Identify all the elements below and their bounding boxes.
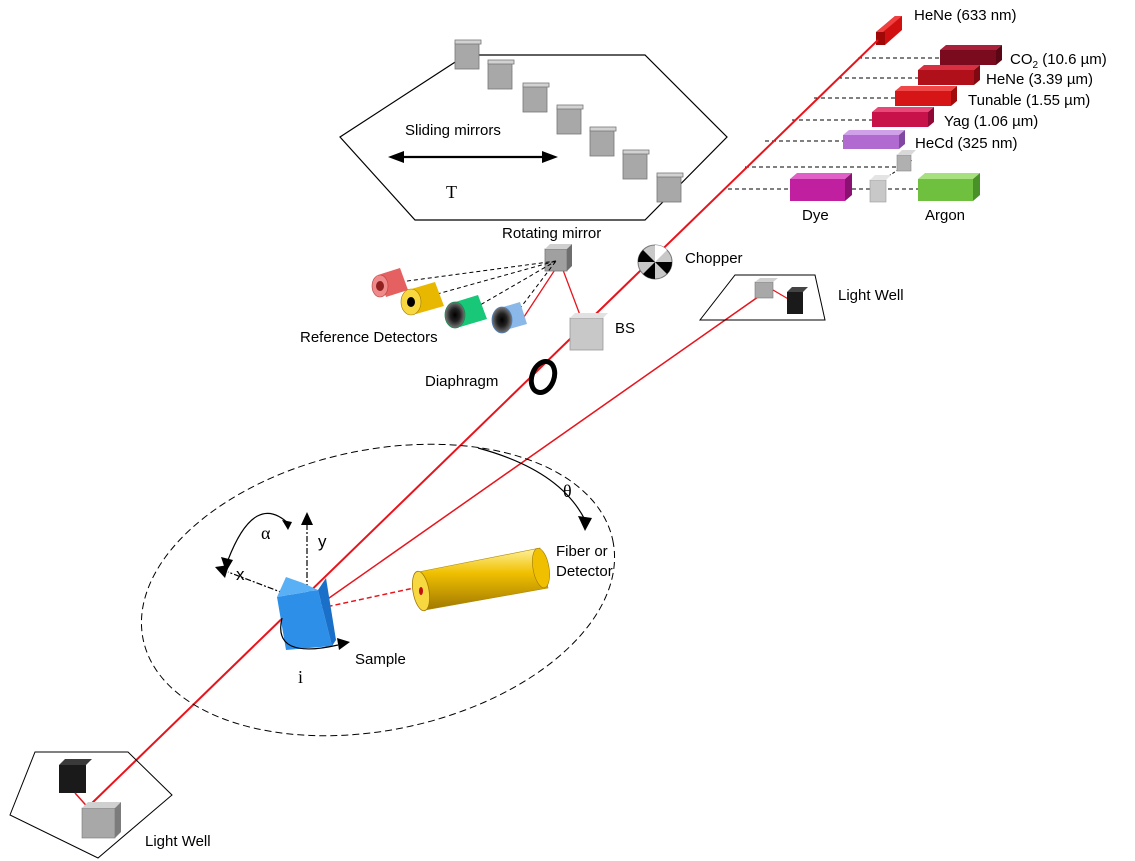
- rotating-mirror: [544, 244, 572, 272]
- sliding-mirror: [656, 172, 684, 203]
- laser-argon-label: Argon: [925, 207, 965, 224]
- sliding-mirror: [556, 104, 584, 135]
- theta-label: θ: [563, 481, 572, 501]
- incidence-rotation-arrow: [280, 617, 339, 650]
- laser-guide-lines: [728, 57, 940, 190]
- beam-splitter: [569, 313, 608, 351]
- y-axis-arrow: [301, 512, 313, 525]
- laser-hene-633: [876, 16, 902, 45]
- diaphragm: [528, 359, 558, 395]
- reference-detector-lines: [399, 260, 557, 316]
- alpha-rotation-arrow: [227, 512, 291, 561]
- sample: [277, 577, 336, 650]
- theta-rotation-arrow: [477, 447, 586, 521]
- laser-yag: [872, 107, 934, 127]
- light-well-bottom-label: Light Well: [145, 833, 211, 850]
- translation-arrow: [388, 151, 558, 163]
- fiber-label-line2: Detector: [556, 563, 613, 580]
- fiber-detector: [411, 547, 550, 612]
- x-axis-label: x: [236, 565, 245, 584]
- main-laser-beam: [89, 39, 879, 806]
- light-well-bottom-plate: [9, 751, 173, 859]
- incidence-label: i: [298, 667, 303, 687]
- reference-detector: [491, 302, 527, 334]
- diaphragm-label: Diaphragm: [425, 373, 498, 390]
- light-well-top-plate: [698, 274, 826, 321]
- laser-argon: [918, 173, 980, 201]
- y-axis-label: y: [318, 532, 327, 551]
- laser-hene-339-label: HeNe (3.39 µm): [986, 71, 1093, 88]
- combiner-mirror: [869, 175, 891, 203]
- laser-co2-label: CO2 (10.6 µm): [1010, 51, 1107, 71]
- rotating-mirror-label: Rotating mirror: [502, 225, 601, 242]
- sliding-mirror: [454, 39, 482, 70]
- sliding-mirror: [522, 82, 550, 113]
- goniometer-circle: [140, 443, 616, 737]
- sliding-mirror: [487, 59, 515, 90]
- laser-hecd-label: HeCd (325 nm): [915, 135, 1018, 152]
- translation-label: T: [446, 182, 457, 202]
- alpha-label: α: [261, 523, 271, 543]
- laser-hecd: [843, 130, 905, 149]
- light-well-top-mirror: [754, 278, 778, 299]
- chopper-label: Chopper: [685, 250, 743, 267]
- light-well-top-label: Light Well: [838, 287, 904, 304]
- fiber-label-line1: Fiber or: [556, 543, 608, 560]
- laser-hene-339: [918, 65, 980, 85]
- laser-dye: [790, 173, 852, 201]
- sliding-mirrors-label: Sliding mirrors: [405, 122, 501, 139]
- laser-tunable-label: Tunable (1.55 µm): [968, 92, 1090, 109]
- sliding-mirror: [622, 149, 650, 180]
- laser-dye-label: Dye: [802, 207, 829, 224]
- laser-yag-label: Yag (1.06 µm): [944, 113, 1038, 130]
- sliding-mirrors: [454, 39, 684, 203]
- combiner-mirror: [896, 150, 916, 172]
- light-well-bottom-mirror: [81, 802, 121, 839]
- reference-detectors-label: Reference Detectors: [300, 329, 438, 346]
- reference-detector: [444, 295, 487, 329]
- reference-detector: [400, 282, 444, 316]
- sliding-mirror-platform: [339, 54, 728, 221]
- sliding-mirror: [589, 126, 617, 157]
- laser-co2: [940, 45, 1002, 65]
- laser-tunable: [895, 86, 957, 106]
- beam-splitter-label: BS: [615, 320, 635, 337]
- reference-detector: [371, 268, 408, 298]
- chopper: [637, 244, 673, 280]
- light-well-top-absorber: [787, 287, 808, 314]
- light-well-bottom-absorber: [59, 759, 92, 793]
- laser-hene-633-label: HeNe (633 nm): [914, 7, 1017, 24]
- light-well-beam: [311, 291, 766, 611]
- sample-label: Sample: [355, 651, 406, 668]
